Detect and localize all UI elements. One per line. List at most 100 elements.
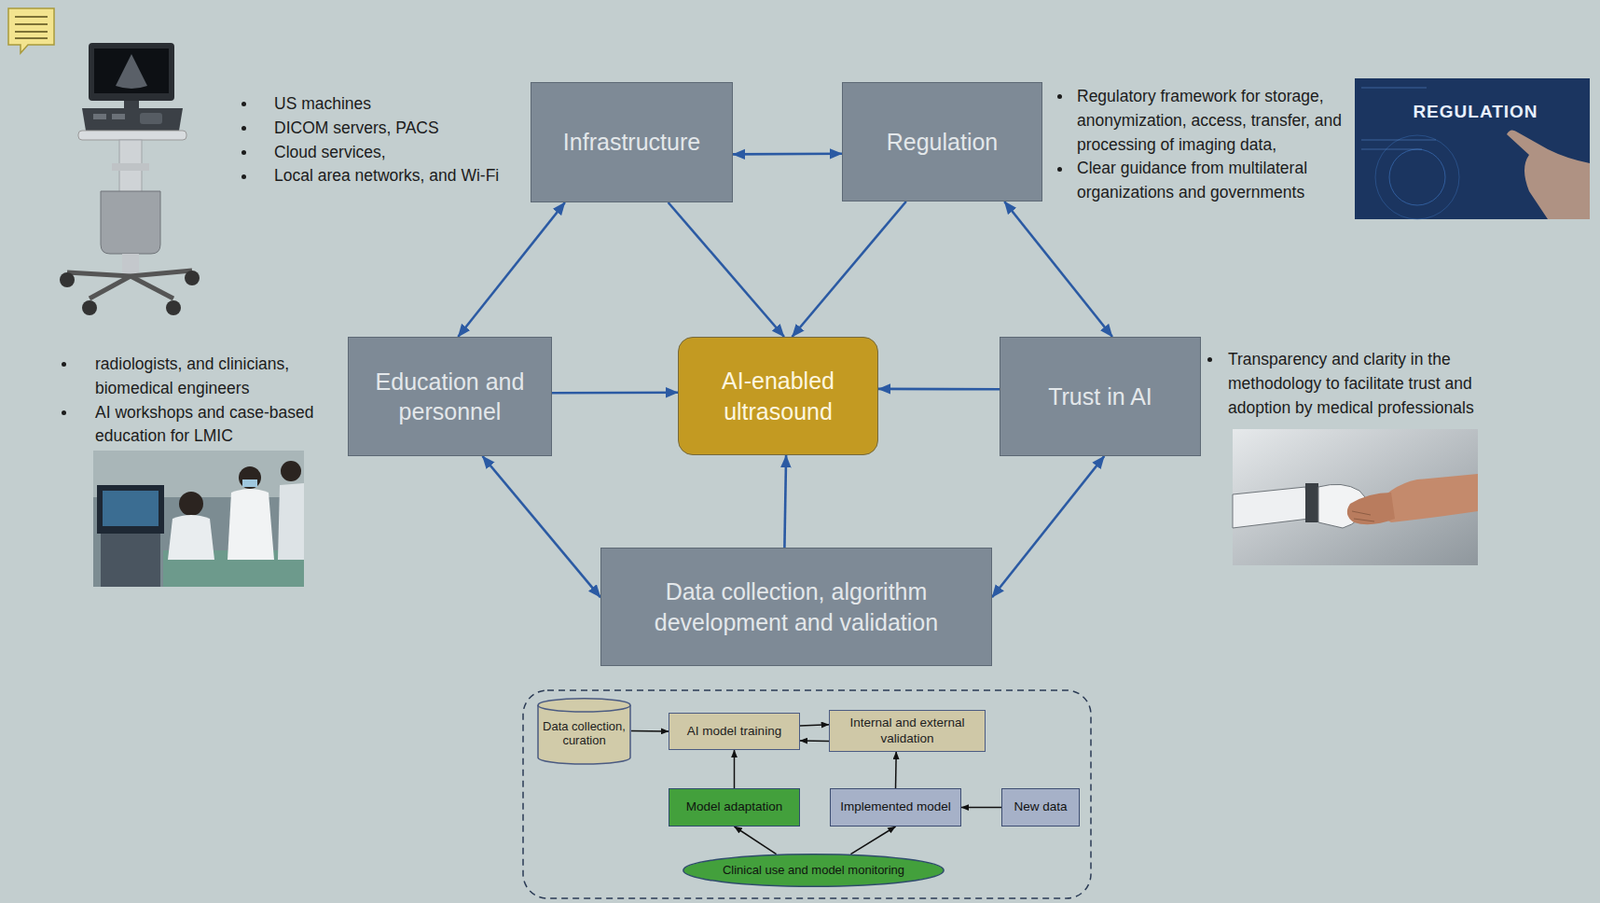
note-line	[14, 30, 48, 33]
bullet-dot	[1057, 94, 1063, 99]
node-text-group: Trust in AI	[1048, 381, 1153, 413]
data-cylinder: Data collection, curation	[537, 697, 632, 765]
connector-arrow	[1004, 201, 1113, 337]
node-label: Implemented model	[840, 799, 952, 814]
node-label: Data collection, algorithm development a…	[612, 576, 980, 637]
glow-ring	[1375, 135, 1460, 220]
glow-ring	[1389, 149, 1446, 206]
connector-arrow	[800, 724, 829, 726]
connector-arrow	[961, 806, 1002, 809]
connector-arrow	[878, 387, 1000, 391]
ellipse-shape	[683, 854, 944, 887]
trackpad	[139, 112, 163, 125]
bullet-note: Transparency and clarity in the methodol…	[1227, 347, 1519, 420]
node-label: Model adaptation	[686, 799, 784, 814]
dashed-group-frame	[523, 689, 1091, 898]
coat	[277, 482, 304, 560]
node-text-group: AI model training	[687, 723, 782, 739]
note-line	[14, 37, 48, 40]
key	[111, 113, 125, 120]
node-text-group: Clinical use and model monitoring	[722, 863, 905, 878]
mask	[242, 479, 258, 487]
cylinder-body	[537, 697, 631, 763]
bullet-note: Clear guidance from multilateral organiz…	[1076, 156, 1350, 206]
bullet-dot	[1057, 166, 1063, 172]
photo-ground	[93, 450, 304, 587]
step-box: New data	[1001, 787, 1080, 827]
monitor	[96, 484, 165, 534]
wheel	[184, 270, 200, 286]
robot-wrist	[1305, 482, 1319, 523]
note-shape	[8, 8, 55, 54]
coat	[167, 514, 215, 560]
key	[93, 113, 107, 120]
bullet-dot	[61, 410, 67, 415]
ui-line	[1361, 149, 1422, 151]
human-hand	[1347, 492, 1395, 525]
screen-bezel	[88, 42, 175, 101]
note-line	[14, 23, 48, 26]
connector-arrow	[732, 152, 842, 156]
bullet-dot	[241, 150, 247, 155]
connector-arrow	[551, 390, 678, 394]
finger-line	[1351, 510, 1371, 515]
robot-arm	[1232, 486, 1310, 528]
node-text-group: Infrastructure	[563, 126, 701, 158]
bullet-note: Regulatory framework for storage, anonym…	[1076, 84, 1350, 157]
process-box: Trust in AI	[999, 336, 1201, 456]
bracket	[111, 163, 150, 171]
node-label: New data	[1013, 799, 1067, 814]
process-box: Infrastructure	[530, 82, 733, 203]
base-leg	[130, 270, 193, 276]
central-box: AI-enabled ultrasound	[677, 336, 879, 456]
connector-arrow	[733, 749, 736, 788]
connector-arrow	[482, 455, 602, 597]
base-leg	[89, 275, 131, 299]
handle-bar	[78, 130, 187, 140]
process-ellipse: Clinical use and model monitoring	[680, 853, 947, 887]
monitor-screen	[102, 490, 159, 526]
hand	[1506, 129, 1590, 220]
connector-arrow	[631, 730, 669, 732]
node-text-group: Internal and external validation	[834, 715, 980, 745]
bullet-dot	[61, 361, 67, 367]
bullet-note: Local area networks, and Wi-Fi	[274, 164, 528, 189]
node-text-group: AI-enabled ultrasound	[689, 365, 867, 427]
coat	[227, 488, 275, 560]
bullet-dot	[241, 101, 247, 107]
node-label: AI-enabled ultrasound	[689, 365, 867, 427]
node-label: Trust in AI	[1048, 381, 1153, 413]
connector-arrow	[457, 202, 566, 337]
wheel	[165, 300, 181, 316]
photo-caption: REGULATION	[1389, 100, 1562, 124]
control-panel	[82, 108, 183, 131]
node-label: Internal and external validation	[834, 715, 980, 745]
clinician-photo	[93, 450, 304, 587]
step-box: Internal and external validation	[828, 709, 986, 751]
handshake-photo	[1232, 428, 1478, 566]
note-line	[14, 15, 48, 18]
ultrasound-machine	[59, 42, 200, 316]
ui-line	[1361, 139, 1436, 141]
finger-line	[1353, 518, 1375, 522]
bullet-note: US machines	[274, 92, 528, 117]
connector-arrow	[992, 455, 1104, 597]
basket	[100, 191, 161, 254]
connector-arrow	[895, 751, 897, 788]
node-text-group: Data collection, curation	[542, 719, 626, 748]
connector-arrow	[800, 739, 829, 742]
process-box: Regulation	[841, 82, 1043, 202]
column	[122, 253, 139, 275]
step-box: AI model training	[668, 712, 800, 750]
node-text-group: Regulation	[886, 126, 999, 158]
photo-ground	[1232, 428, 1478, 566]
process-box: Education and personnel	[347, 336, 552, 456]
node-label: Education and personnel	[359, 366, 540, 428]
ui-line	[1361, 87, 1427, 89]
process-box: Data collection, algorithm development a…	[600, 547, 993, 666]
connector-arrow	[850, 826, 896, 855]
photo-ground	[1354, 78, 1590, 220]
connector-arrow	[792, 201, 907, 337]
node-label: AI model training	[687, 723, 782, 739]
